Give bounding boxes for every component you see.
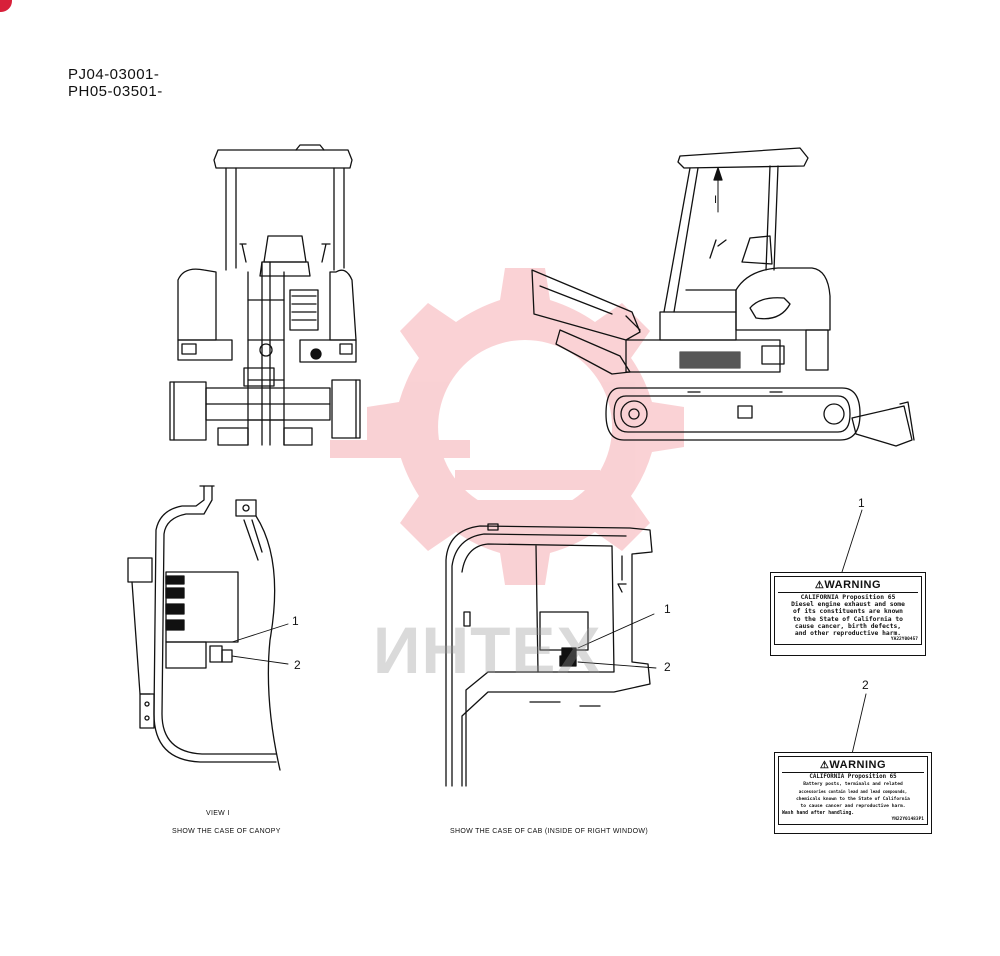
warning-label-1: ⚠WARNING CALIFORNIA Proposition 65 Diese… bbox=[770, 572, 926, 656]
view-caption: VIEW I bbox=[206, 810, 230, 817]
label-line: to the State of California to bbox=[793, 615, 903, 623]
label-line: cause cancer, birth defects, bbox=[794, 622, 902, 630]
label-line: CALIFORNIA Proposition 65 bbox=[809, 774, 897, 780]
warning-header: ⚠WARNING bbox=[778, 579, 918, 593]
watermark-gear-icon bbox=[330, 268, 684, 585]
label-line: accessories contain lead and lead compou… bbox=[798, 789, 908, 795]
label-line: Battery posts, terminals and related bbox=[803, 782, 903, 788]
canopy-callout-1: 1 bbox=[292, 614, 299, 628]
serial-ranges: PJ04-03001- PH05-03501- bbox=[68, 66, 163, 100]
label-line: of its constituents are known bbox=[793, 608, 903, 616]
label-line: to cause cancer and reproductive harm. bbox=[800, 803, 906, 809]
watermark-text: ИНТЕХ bbox=[373, 613, 602, 687]
warning-header: ⚠WARNING bbox=[782, 759, 924, 773]
serial-range-1: PJ04-03001- bbox=[68, 66, 160, 83]
view-arrow-label: I bbox=[714, 194, 718, 206]
canopy-detail bbox=[127, 485, 289, 771]
cab-caption: SHOW THE CASE OF CAB (INSIDE OF RIGHT WI… bbox=[450, 828, 648, 835]
excavator-side-view bbox=[531, 147, 915, 447]
cab-detail bbox=[445, 523, 657, 787]
label-callout-1: 1 bbox=[858, 496, 865, 510]
label-2-leader bbox=[851, 693, 867, 755]
label-callout-2: 2 bbox=[862, 678, 869, 692]
canopy-callout-2: 2 bbox=[294, 658, 301, 672]
label-1-leader bbox=[841, 509, 863, 573]
label-line: CALIFORNIA Proposition 65 bbox=[800, 594, 896, 601]
label-part-code: YA22Y00457 bbox=[890, 637, 918, 643]
excavator-front-view bbox=[169, 144, 361, 446]
label-line: Wash hand after handling. bbox=[782, 811, 855, 817]
warning-triangle-icon: ⚠ bbox=[814, 580, 825, 591]
warning-triangle-icon: ⚠ bbox=[819, 760, 830, 771]
serial-range-2: PH05-03501- bbox=[68, 83, 163, 100]
label-line: chemicals known to the State of Californ… bbox=[796, 796, 910, 802]
label-line: and other reproductive harm. bbox=[794, 630, 902, 638]
label-part-code: YN22Y01483P1 bbox=[891, 817, 924, 823]
cab-callout-1: 1 bbox=[664, 602, 671, 616]
cab-callout-2: 2 bbox=[664, 660, 671, 674]
label-line: Diesel engine exhaust and some bbox=[791, 601, 905, 609]
canopy-caption: SHOW THE CASE OF CANOPY bbox=[172, 828, 281, 835]
warning-label-2: ⚠WARNING CALIFORNIA Proposition 65 Batte… bbox=[774, 752, 932, 834]
